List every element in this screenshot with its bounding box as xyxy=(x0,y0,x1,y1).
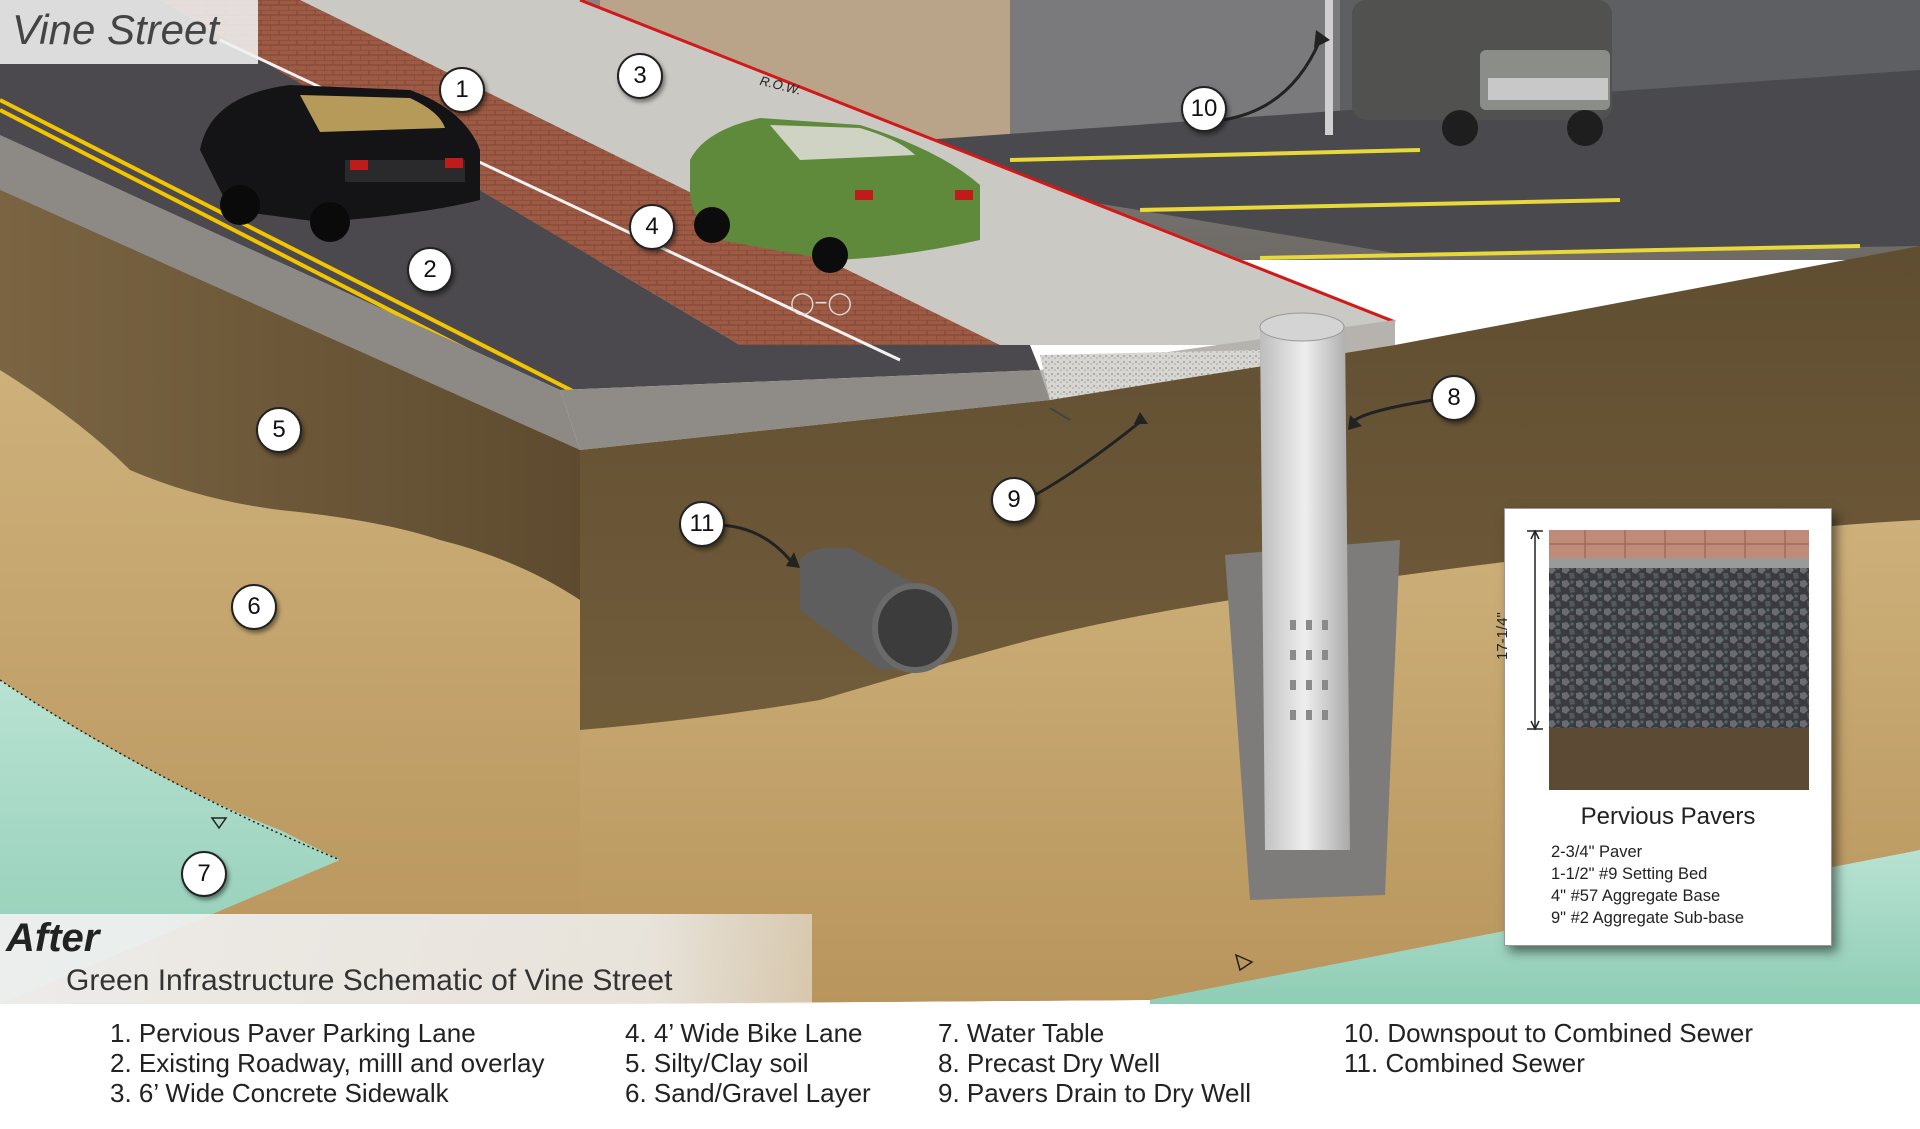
inset-line-aggregate-base: 4" #57 Aggregate Base xyxy=(1551,887,1721,905)
legend-item: 3. 6’ Wide Concrete Sidewalk xyxy=(110,1078,449,1108)
inset-title: Pervious Pavers xyxy=(1580,803,1756,830)
legend-item: 11. Combined Sewer xyxy=(1344,1048,1585,1078)
legend-item: 10. Downspout to Combined Sewer xyxy=(1344,1018,1754,1048)
callout-7: 7 xyxy=(181,851,227,897)
legend-item: 8. Precast Dry Well xyxy=(938,1048,1161,1078)
pavers-section-graphic xyxy=(1527,529,1809,790)
legend-item: 9. Pavers Drain to Dry Well xyxy=(938,1078,1252,1108)
callout-6: 6 xyxy=(231,584,277,630)
inset-line-setting-bed: 1-1/2" #9 Setting Bed xyxy=(1551,865,1708,883)
legend-item: 7. Water Table xyxy=(938,1018,1105,1048)
inset-dimension-label: 17-1/4" xyxy=(1494,612,1511,660)
after-label: After xyxy=(6,916,100,960)
callout-10: 10 xyxy=(1181,86,1227,132)
callout-4: 4 xyxy=(629,204,675,250)
callout-2: 2 xyxy=(407,247,453,293)
callout-5: 5 xyxy=(256,407,302,453)
callout-1: 1 xyxy=(439,67,485,113)
callout-8: 8 xyxy=(1431,375,1477,421)
inset-line-paver: 2-3/4" Paver xyxy=(1551,843,1643,861)
black-car-image xyxy=(200,85,480,242)
legend-item: 5. Silty/Clay soil xyxy=(625,1048,809,1078)
callout-9: 9 xyxy=(991,477,1037,523)
van-image xyxy=(1352,0,1612,146)
legend-item: 4. 4’ Wide Bike Lane xyxy=(625,1018,863,1048)
after-subtitle: Green Infrastructure Schematic of Vine S… xyxy=(66,964,673,997)
legend-item: 1. Pervious Paver Parking Lane xyxy=(110,1018,476,1048)
green-car-image xyxy=(690,118,980,273)
svg-text:◯−◯: ◯−◯ xyxy=(790,290,852,316)
pervious-pavers-inset: Pervious Pavers 2-3/4" Paver 1-1/2" #9 S… xyxy=(1504,508,1832,946)
combined-sewer-pipe xyxy=(800,547,958,673)
title-box: Vine Street xyxy=(0,0,258,64)
legend-item: 2. Existing Roadway, milll and overlay xyxy=(110,1048,545,1078)
after-caption-box: After Green Infrastructure Schematic of … xyxy=(0,914,812,1004)
callout-3: 3 xyxy=(617,53,663,99)
legend-item: 6. Sand/Gravel Layer xyxy=(625,1078,871,1108)
inset-line-aggregate-subbase: 9" #2 Aggregate Sub-base xyxy=(1551,909,1745,927)
diagram-title: Vine Street xyxy=(12,6,220,53)
legend: 1. Pervious Paver Parking Lane 2. Existi… xyxy=(0,1004,1920,1129)
callout-11: 11 xyxy=(679,501,725,547)
